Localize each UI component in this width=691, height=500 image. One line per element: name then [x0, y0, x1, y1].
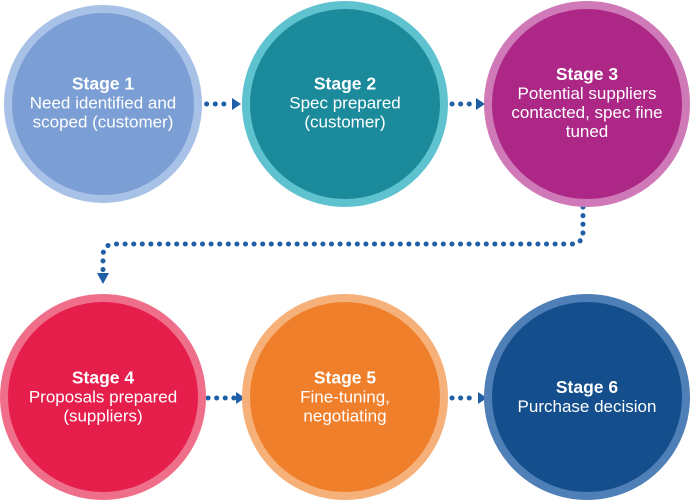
stage-5-circle	[242, 294, 448, 500]
stage-2-title: Stage 2	[313, 73, 377, 94]
stage-6-title: Stage 6	[555, 377, 619, 397]
stage-2-description: Spec prepared (customer)	[289, 93, 401, 132]
stage-4-description: Proposals prepared (suppliers)	[28, 387, 178, 426]
arrowhead-stage5-to-stage6	[478, 392, 487, 404]
stage-1-circle	[4, 5, 202, 203]
stage-2-circle	[242, 1, 448, 207]
arrowhead-stage1-to-stage2	[232, 98, 241, 110]
stage-3-label: Stage 3 Potential suppliers contacted, s…	[500, 64, 675, 142]
stage-6-description: Purchase decision	[517, 397, 657, 416]
stage-3-circle	[484, 1, 690, 207]
stage-4-circle	[0, 294, 206, 500]
connector-stage3-to-stage4	[100, 204, 586, 273]
stage-1-description: Need identified and scoped (customer)	[29, 93, 177, 132]
stage-6-label: Stage 6 Purchase decision	[497, 377, 677, 417]
stage-5-description: Fine-tuning, negotiating	[300, 387, 390, 426]
connectors	[97, 98, 586, 404]
stage-1-title: Stage 1	[71, 73, 135, 94]
stage-1-label: Stage 1 Need identified and scoped (cust…	[18, 73, 188, 132]
stage-4-label: Stage 4 Proposals prepared (suppliers)	[13, 367, 193, 426]
stage-4-title: Stage 4	[71, 367, 135, 388]
arrowhead-stage3-to-stage4	[97, 273, 109, 284]
arrowhead-stage4-to-stage5	[236, 392, 245, 404]
stage-2-label: Stage 2 Spec prepared (customer)	[270, 73, 420, 132]
stage-3-description: Potential suppliers contacted, spec fine…	[511, 84, 663, 141]
stage-6-circle	[484, 294, 690, 500]
arrowhead-stage2-to-stage3	[476, 98, 485, 110]
stage-5-title: Stage 5	[313, 367, 377, 388]
stage-3-title: Stage 3	[555, 64, 619, 84]
stage-5-label: Stage 5 Fine-tuning, negotiating	[280, 367, 410, 426]
